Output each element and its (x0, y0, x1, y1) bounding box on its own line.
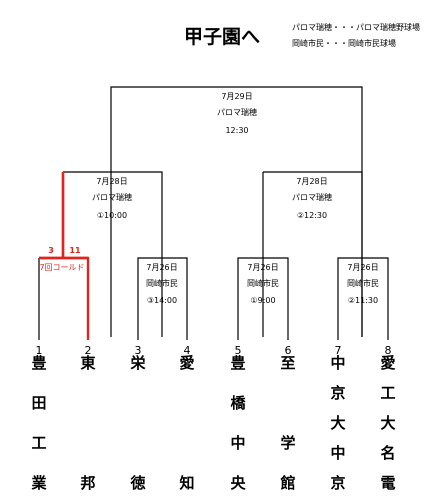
winner-path-top (39, 172, 88, 260)
legend-paloma: パロマ瑞穂・・・パロマ瑞穂野球場 (292, 23, 420, 32)
qf2-date: 7月26日 (146, 263, 178, 272)
team-seed-8: 8 (384, 344, 392, 357)
team-name-char: 徳 (130, 474, 146, 492)
team-name-char: 業 (31, 474, 47, 492)
team-seed-2: 2 (84, 344, 92, 357)
semi2-venue: パロマ瑞穂 (292, 193, 332, 202)
team-name-char: 東 (80, 354, 96, 372)
qf3-date: 7月26日 (247, 263, 279, 272)
qf4-time: ②11:30 (347, 296, 379, 305)
team-name-char: 豊 (230, 354, 246, 372)
team-seed-6: 6 (284, 344, 292, 357)
qf3-venue: 岡崎市民 (247, 279, 279, 288)
qf4-venue: 岡崎市民 (347, 279, 379, 288)
score-left: 3 (48, 246, 54, 255)
legend-okazaki: 岡崎市民・・・岡崎市民球場 (292, 39, 396, 48)
team-name-char: 央 (230, 474, 246, 492)
semi1-time: ①10:00 (96, 211, 128, 220)
team-name-char: 栄 (130, 354, 146, 372)
team-name-char: 京 (330, 474, 346, 492)
team-name-char: 館 (280, 474, 296, 492)
team-name-char: 工 (380, 384, 396, 402)
semi-left-line (63, 171, 163, 337)
team-seed-1: 1 (35, 344, 43, 357)
team-name-char: 豊 (31, 354, 47, 372)
semi-right-line (263, 171, 363, 337)
team-name-char: 京 (330, 384, 346, 402)
team-name-char: 愛 (179, 354, 195, 372)
team-name-char: 学 (280, 434, 296, 452)
team-name-char: 電 (380, 474, 396, 492)
team-seed-4: 4 (183, 344, 191, 357)
team-name-char: 名 (380, 444, 396, 462)
semi2-time: ②12:30 (296, 211, 328, 220)
qf4-line (337, 257, 389, 340)
team-name-char: 至 (280, 354, 296, 372)
qf2-line (137, 257, 188, 340)
qf2-venue: 岡崎市民 (146, 279, 178, 288)
team-name-char: 大 (380, 414, 396, 432)
team-seed-3: 3 (134, 344, 142, 357)
team-name-char: 田 (31, 394, 47, 412)
team-name-char: 中 (330, 354, 346, 372)
qf4-date: 7月26日 (347, 263, 379, 272)
semi1-date: 7月28日 (96, 177, 128, 186)
score-right: 11 (69, 246, 81, 255)
team-name-char: 邦 (80, 474, 96, 492)
qf3-line (237, 257, 289, 340)
final-time: 12:30 (225, 126, 249, 135)
team-name-char: 中 (330, 444, 346, 462)
called-game-note: 7回コールド (39, 263, 85, 272)
team-name-char: 愛 (380, 354, 396, 372)
final-date: 7月29日 (221, 92, 253, 101)
team-seed-5: 5 (234, 344, 242, 357)
semi1-venue: パロマ瑞穂 (92, 193, 132, 202)
qf3-time: ①9:00 (250, 296, 276, 305)
team-seed-7: 7 (334, 344, 342, 357)
page-title: 甲子園へ (183, 26, 261, 48)
qf2-time: ③14:00 (146, 296, 178, 305)
team-name-char: 工 (31, 434, 47, 452)
team-name-char: 知 (179, 474, 195, 492)
team-name-char: 中 (230, 434, 246, 452)
team-name-char: 大 (330, 414, 346, 432)
semi2-date: 7月28日 (296, 177, 328, 186)
final-venue: パロマ瑞穂 (217, 108, 257, 117)
team-name-char: 橋 (230, 394, 246, 412)
